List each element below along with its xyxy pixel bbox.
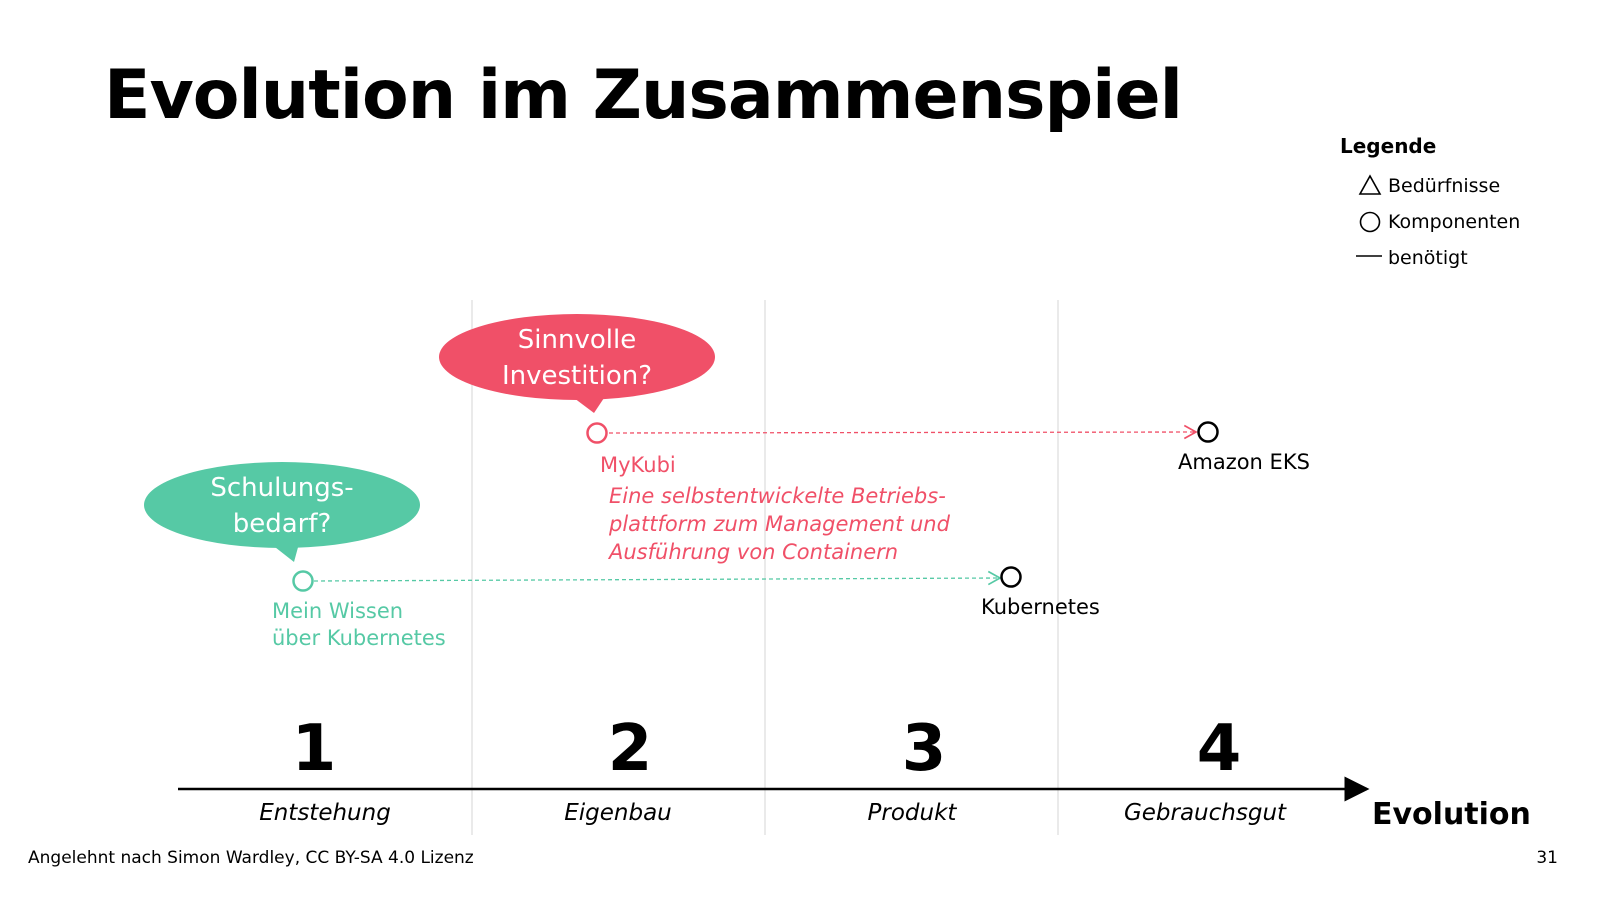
stage-name-2: Eigenbau [564, 800, 672, 826]
stage-number-3: 3 [901, 712, 947, 786]
footer-attribution: Angelehnt nach Simon Wardley, CC BY-SA 4… [28, 848, 474, 868]
component-label-mein-wissen: Mein Wissen über Kubernetes [272, 599, 446, 650]
axis-label-evolution: Evolution [1372, 797, 1531, 832]
line-icon [1340, 246, 1388, 270]
component-label-kubernetes: Kubernetes [981, 595, 1100, 619]
component-description-mykubi: Eine selbstentwickelte Betriebs- plattfo… [609, 484, 950, 564]
legend: Legende Bedürfnisse Komponenten benötigt [1340, 134, 1520, 276]
stage-name-3: Produkt [867, 800, 957, 826]
bubble-text-green: Schulungs- bedarf? [210, 473, 354, 539]
triangle-icon [1340, 174, 1388, 198]
legend-title: Legende [1340, 134, 1437, 158]
component-mykubi [586, 422, 608, 444]
circle-icon [1340, 210, 1388, 234]
page-title: Evolution im Zusammenspiel [104, 56, 1183, 135]
stage-number-2: 2 [607, 712, 653, 786]
legend-item-components: Komponenten [1340, 204, 1520, 240]
evolution-arrow-red [608, 424, 1198, 440]
component-label-mykubi: MyKubi [600, 453, 676, 477]
speech-bubble-green [144, 462, 420, 562]
stage-number-1: 1 [291, 712, 337, 786]
evolution-arrow-green [313, 570, 1002, 586]
speech-bubble-red [439, 314, 715, 413]
component-mein-wissen [292, 570, 314, 592]
component-kubernetes [1000, 566, 1022, 588]
component-label-amazon-eks: Amazon EKS [1178, 450, 1310, 474]
component-amazon-eks [1197, 421, 1219, 443]
legend-label: benötigt [1388, 247, 1468, 269]
legend-label: Komponenten [1388, 211, 1521, 233]
legend-item-requires: benötigt [1340, 240, 1520, 276]
legend-label: Bedürfnisse [1388, 175, 1501, 197]
bubble-text-red: Sinnvolle Investition? [501, 325, 653, 391]
stage-name-4: Gebrauchsgut [1123, 800, 1287, 826]
stage-number-4: 4 [1196, 712, 1242, 786]
stage-name-1: Entstehung [259, 800, 391, 826]
legend-item-needs: Bedürfnisse [1340, 168, 1520, 204]
page-number: 31 [1536, 848, 1558, 868]
